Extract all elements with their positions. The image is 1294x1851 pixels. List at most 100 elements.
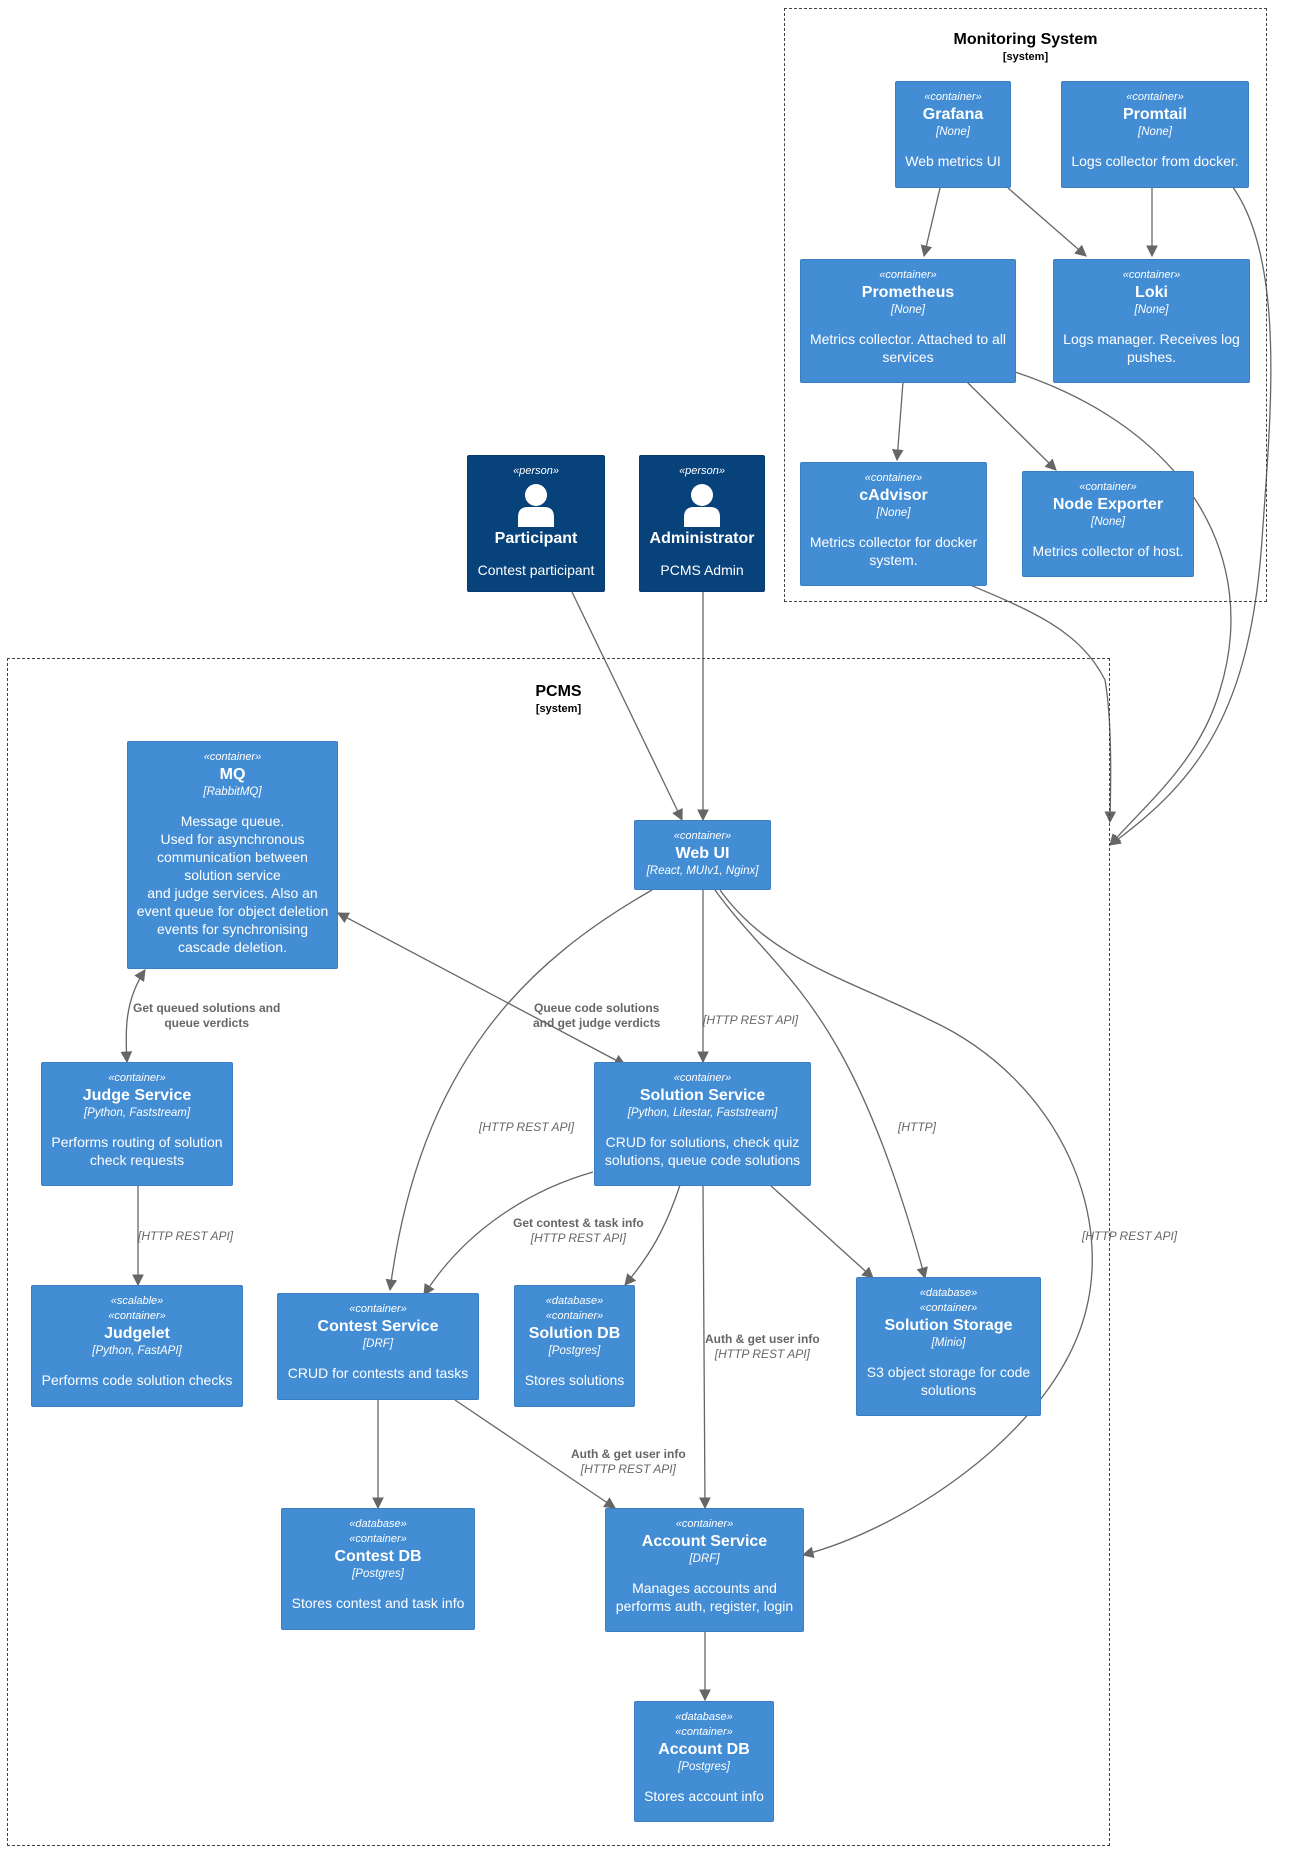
contest-db-container[interactable]: «database» «container» Contest DB [Postg… [281, 1508, 475, 1630]
stereotype: «container» [864, 472, 923, 484]
node-name: Promtail [1122, 106, 1187, 123]
node-tech: [None] [936, 126, 970, 138]
mq-container[interactable]: «container» MQ [RabbitMQ] Message queue.… [127, 741, 338, 969]
edge-label-tech: [HTTP REST API] [1082, 1229, 1178, 1243]
person-icon [518, 484, 554, 527]
node-desc: Stores contest and task info [291, 1595, 465, 1611]
loki-container[interactable]: «container» Loki [None] Logs manager. Re… [1053, 259, 1250, 383]
stereotype: «container» [675, 1518, 734, 1530]
stereotype: «person» [679, 465, 725, 477]
edge-label-text: Get contest & task info [513, 1216, 644, 1230]
stereotype-2: «container» [675, 1726, 733, 1738]
person-icon [684, 484, 720, 527]
node-desc: Performs routing of solution check reque… [51, 1134, 223, 1168]
account-db-container[interactable]: «database» «container» Account DB [Postg… [634, 1701, 774, 1822]
participant-person[interactable]: «person» Participant Contest participant [467, 455, 605, 592]
pcms-boundary: PCMS [system] [7, 658, 1110, 1846]
edge-label-tech: [HTTP REST API] [703, 1013, 799, 1027]
node-name: Administrator [649, 530, 755, 547]
edge-prometheus-pcms [1014, 371, 1232, 846]
node-desc: Message queue. Used for asynchronous com… [136, 813, 329, 955]
edge-label-text: Get queued solutions and queue verdicts [133, 1001, 281, 1030]
node-desc: S3 object storage for code solutions [866, 1364, 1031, 1398]
edge-label-judge-judgelet: [HTTP REST API] [138, 1229, 233, 1244]
stereotype: «database» [919, 1287, 978, 1299]
cadvisor-container[interactable]: «container» cAdvisor [None] Metrics coll… [800, 462, 987, 586]
grafana-container[interactable]: «container» Grafana [None] Web metrics U… [895, 81, 1011, 188]
stereotype: «database» [349, 1518, 407, 1530]
edge-label-solution-contest: Get contest & task info [HTTP REST API] [513, 1216, 644, 1246]
node-exporter-container[interactable]: «container» Node Exporter [None] Metrics… [1022, 471, 1194, 577]
edge-label-solution-account: Auth & get user info [HTTP REST API] [705, 1332, 820, 1362]
boundary-title: Monitoring System [953, 31, 1098, 48]
account-service-container[interactable]: «container» Account Service [DRF] Manage… [605, 1508, 804, 1632]
boundary-title: PCMS [535, 683, 582, 700]
edge-contest-account [454, 1399, 616, 1509]
edge-label-text: Auth & get user info [571, 1447, 686, 1461]
node-desc: Manages accounts and performs auth, regi… [615, 1580, 794, 1614]
edge-solution-contest [423, 1171, 594, 1296]
solution-storage-container[interactable]: «database» «container» Solution Storage … [856, 1277, 1041, 1416]
monitoring-system-boundary: Monitoring System [system] [784, 8, 1267, 602]
edge-label-mq-judge: Get queued solutions and queue verdicts [133, 1001, 280, 1031]
node-tech: [Python, Litestar, Faststream] [627, 1107, 778, 1119]
stereotype: «container» [1079, 481, 1137, 493]
edge-label-tech: [HTTP REST API] [714, 1347, 810, 1361]
solution-db-container[interactable]: «database» «container» Solution DB [Post… [514, 1285, 635, 1407]
stereotype: «container» [108, 1072, 166, 1084]
solution-service-container[interactable]: «container» Solution Service [Python, Li… [594, 1062, 811, 1186]
node-name: Participant [494, 530, 578, 547]
boundary-type: [system] [1002, 51, 1049, 63]
node-tech: [None] [1134, 304, 1169, 316]
stereotype: «container» [203, 751, 262, 763]
stereotype: «container» [924, 91, 982, 103]
node-tech: [React, MUIv1, Nginx] [646, 865, 759, 877]
node-tech: [Minio] [931, 1337, 966, 1349]
boundary-type: [system] [535, 703, 582, 715]
node-tech: [None] [1138, 126, 1172, 138]
node-tech: [DRF] [362, 1338, 394, 1350]
node-desc: Web metrics UI [905, 153, 1001, 169]
edge-label-text: Auth & get user info [705, 1332, 820, 1346]
edge-prometheus-nodeexporter [966, 381, 1057, 471]
edge-label-solution-mq: Queue code solutions and get judge verdi… [533, 1001, 660, 1031]
administrator-person[interactable]: «person» Administrator PCMS Admin [639, 455, 765, 592]
web-ui-container[interactable]: «container» Web UI [React, MUIv1, Nginx] [634, 820, 771, 890]
edge-solution-account [699, 1184, 711, 1510]
edge-label-tech: [HTTP REST API] [138, 1229, 234, 1243]
edge-label-web-contest: [HTTP REST API] [479, 1120, 574, 1135]
node-desc: Logs collector from docker. [1071, 153, 1239, 169]
prometheus-container[interactable]: «container» Prometheus [None] Metrics co… [800, 259, 1016, 383]
node-desc: Stores account info [644, 1788, 764, 1804]
promtail-container[interactable]: «container» Promtail [None] Logs collect… [1061, 81, 1249, 188]
node-desc: CRUD for contests and tasks [287, 1365, 469, 1381]
stereotype-2: «container» [108, 1310, 166, 1322]
edge-solution-mq [336, 912, 627, 1066]
judgelet-container[interactable]: «scalable» «container» Judgelet [Python,… [31, 1285, 243, 1407]
contest-service-container[interactable]: «container» Contest Service [DRF] CRUD f… [277, 1293, 479, 1400]
node-name: Account Service [641, 1533, 768, 1550]
edge-label-tech: [HTTP REST API] [580, 1462, 676, 1476]
edge-webui-account [719, 889, 1093, 1559]
node-tech: [Python, FastAPI] [92, 1345, 182, 1357]
node-desc: Stores solutions [524, 1372, 625, 1388]
node-name: Account DB [658, 1741, 750, 1758]
judge-service-container[interactable]: «container» Judge Service [Python, Fasts… [41, 1062, 233, 1186]
node-name: Judge Service [82, 1087, 192, 1104]
edge-label-web-account: [HTTP REST API] [1082, 1229, 1177, 1244]
node-name: Contest DB [334, 1548, 422, 1565]
node-tech: [DRF] [689, 1553, 720, 1565]
node-desc: PCMS Admin [660, 562, 744, 578]
node-tech: [Postgres] [352, 1568, 404, 1580]
node-name: Solution DB [528, 1325, 621, 1342]
node-desc: Logs manager. Receives log pushes. [1063, 331, 1240, 365]
edge-label-text: Queue code solutions and get judge verdi… [533, 1001, 661, 1030]
node-name: Judgelet [104, 1325, 170, 1342]
stereotype: «person» [513, 465, 559, 477]
edge-label-contest-account: Auth & get user info [HTTP REST API] [571, 1447, 686, 1477]
stereotype: «container» [673, 830, 732, 842]
node-tech: [None] [876, 507, 911, 519]
edge-webui-storage [714, 889, 928, 1280]
edge-mq-judge [120, 969, 146, 1064]
